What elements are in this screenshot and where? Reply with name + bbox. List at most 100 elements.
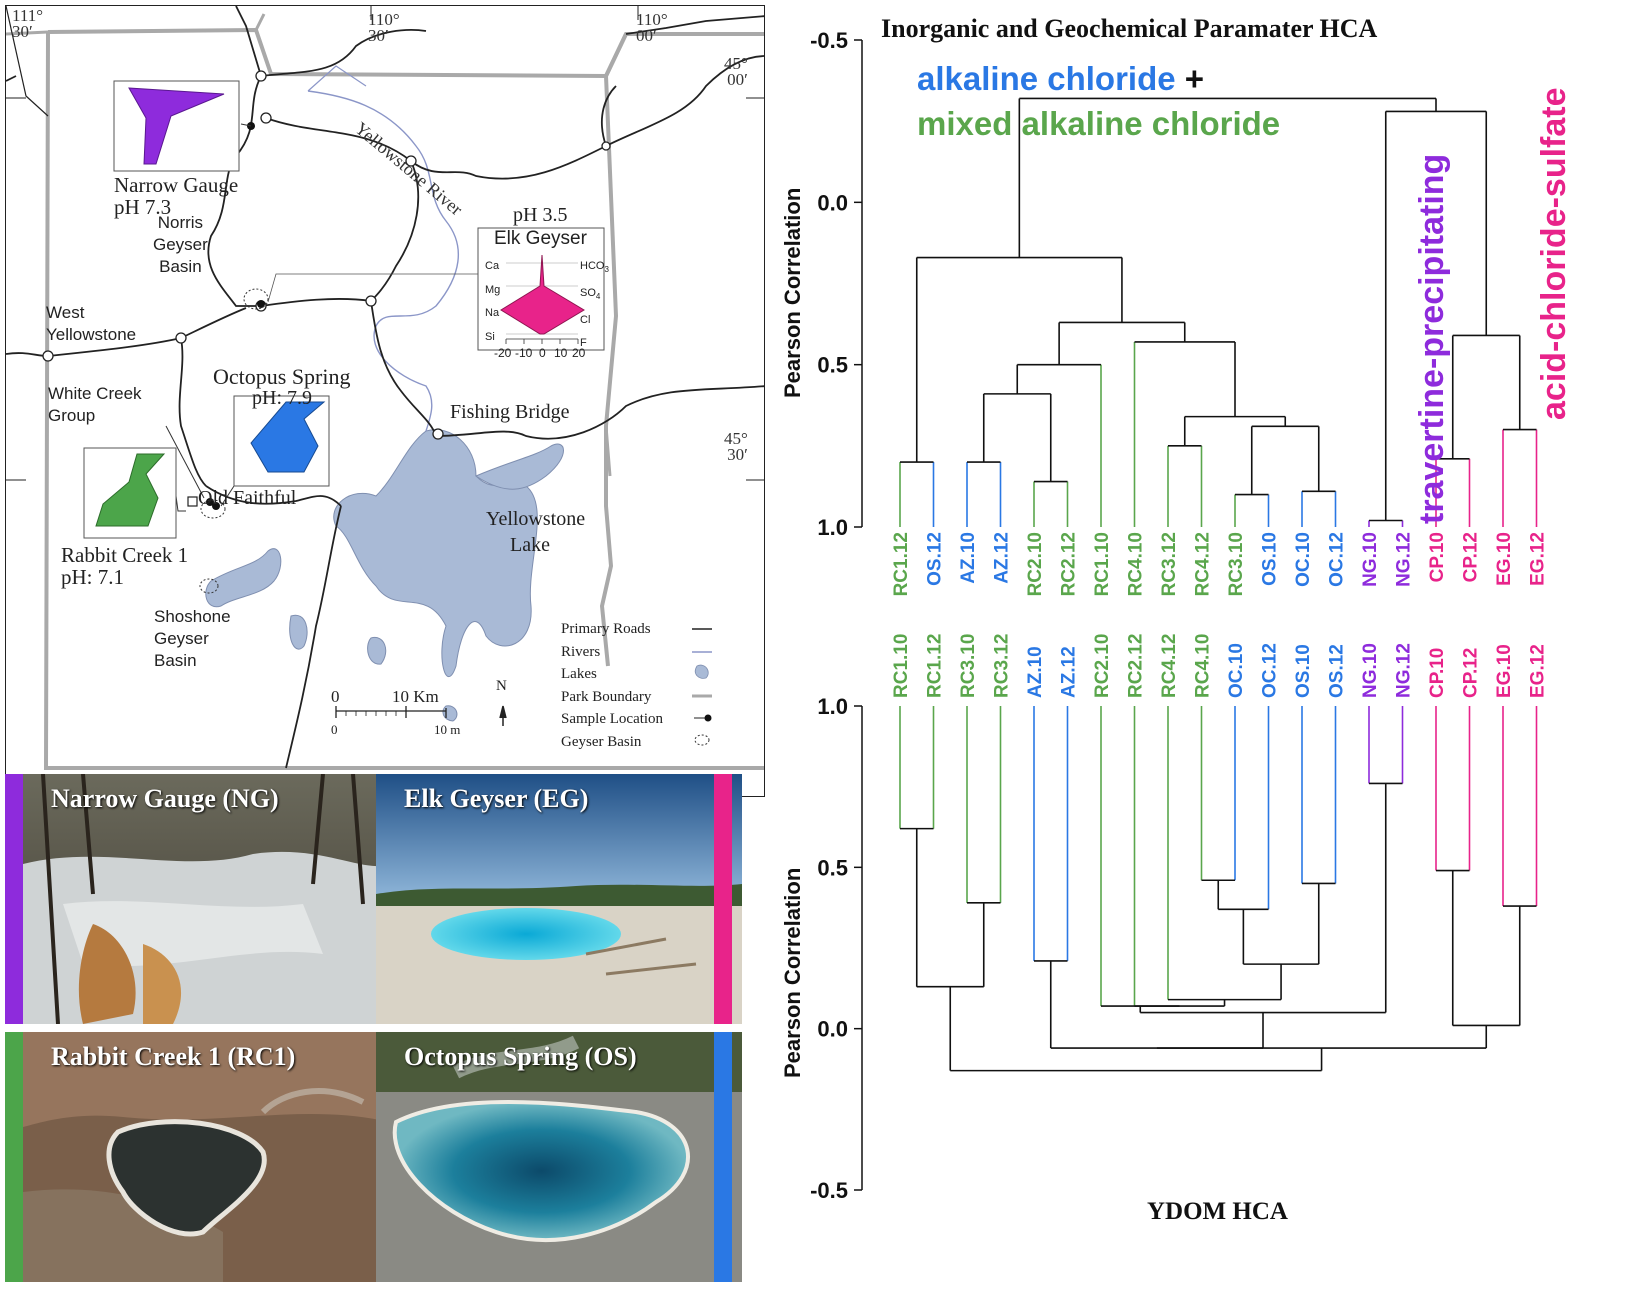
scale-bar-ticks [345, 711, 397, 716]
coord-lat-45-30: 45°30′ [724, 429, 748, 464]
photo-elk-geyser-image [376, 774, 742, 1024]
top-leaf-label: RC3.12 [1159, 532, 1180, 596]
scale-zero-mi: 0 [331, 722, 338, 737]
bottom-y-tick-label: 0.5 [817, 855, 848, 880]
road-north-bound [235, 6, 262, 77]
bottom-leaf-label: RC2.12 [1126, 634, 1147, 698]
bottom-y-tick-label: -0.5 [810, 1178, 848, 1203]
junction-circle [260, 112, 272, 124]
bottom-leaf-label: NG.12 [1394, 643, 1415, 698]
bottom-leaf-label: CP.12 [1461, 648, 1482, 698]
octopus-label: Octopus Spring [213, 364, 351, 389]
bottom-leaf-label: AZ.12 [1059, 646, 1080, 698]
top-y-tick-label: -0.5 [810, 28, 848, 53]
top-leaf-label: OS.10 [1260, 532, 1281, 586]
coord-lon-110-00: 110°00′ [636, 10, 668, 45]
top-leaf-label: AZ.10 [958, 532, 979, 584]
legend-item: Geyser Basin [561, 733, 642, 750]
road-west [6, 337, 182, 357]
photo-narrow-gauge: Narrow Gauge (NG) [23, 774, 389, 1024]
junction-circle [365, 295, 377, 307]
group-label-plus: + [1184, 60, 1205, 97]
north-label: N [496, 678, 507, 694]
top-y-axis-label: Pearson Correlation [780, 187, 805, 398]
bottom-leaf-label: RC3.12 [992, 634, 1013, 698]
bottom-leaf-label: RC4.10 [1193, 634, 1214, 698]
narrow-gauge-polygon [128, 87, 225, 165]
bottom-leaf-label: OC.10 [1226, 643, 1247, 698]
road-edge-1 [625, 15, 764, 35]
photo-ng-title: Narrow Gauge (NG) [51, 784, 279, 813]
sample-location-octopus [212, 502, 220, 510]
group-label-alkaline: alkaline chloride + [917, 60, 1205, 97]
road-west-thumb-south [285, 505, 342, 769]
top-leaf-label: RC1.12 [891, 532, 912, 596]
top-leaf-label: CP.12 [1461, 532, 1482, 582]
junction-circle [405, 155, 417, 167]
old-faithful-marker [187, 496, 198, 507]
sample-location-norris [257, 300, 265, 308]
lewis-lake [289, 614, 308, 650]
top-leaf-label: EG.10 [1494, 532, 1515, 586]
bottom-leaf-label: NG.10 [1360, 643, 1381, 698]
junction-circle [255, 70, 267, 82]
geyser-basin-shoshone [199, 578, 219, 594]
ng-color-bar [5, 774, 23, 1024]
scale-zero-km: 0 [331, 687, 340, 706]
photo-rabbit-creek: Rabbit Creek 1 (RC1) [23, 1032, 389, 1282]
fishing-bridge-label: Fishing Bridge [450, 401, 570, 423]
north-arrow [499, 705, 507, 726]
top-leaf-label: RC1.10 [1092, 532, 1113, 596]
state-line-north [6, 30, 49, 36]
scale-bar [335, 706, 447, 718]
top-leaf-label: OC.12 [1327, 532, 1348, 587]
bottom-leaf-label: OC.12 [1260, 643, 1281, 698]
top-leaf-label: AZ.12 [992, 532, 1013, 584]
bottom-leaf-label: AZ.10 [1025, 646, 1046, 698]
bottom-leaf-label: EG.10 [1494, 644, 1515, 698]
junction-circle [42, 350, 54, 362]
road-mammoth-tower [265, 55, 764, 180]
road-lake-east [435, 385, 764, 440]
yellowstone-river [307, 90, 459, 432]
top-y-tick-label: 0.0 [817, 190, 848, 215]
bottom-leaf-label: RC1.10 [891, 634, 912, 698]
road-northeast [601, 85, 617, 147]
yellowstone-map: 111°30′ 110°30′ 110°00′ 45°00′ 45°30′ Ye… [5, 5, 765, 797]
scale-km-label: 10 Km [392, 687, 439, 706]
legend-item: Rivers [561, 643, 601, 660]
coord-tick [6, 6, 764, 481]
top-leaf-label: RC2.10 [1025, 532, 1046, 596]
junction-circle [432, 428, 444, 440]
state-line-west [6, 6, 49, 117]
coord-lon-111-30: 111°30′ [12, 6, 44, 41]
elk-label: Elk Geyser [494, 228, 587, 249]
top-leaf-label: RC2.12 [1059, 532, 1080, 596]
top-leaf-label: NG.10 [1360, 532, 1381, 587]
bottom-leaf-label: RC1.12 [925, 634, 946, 698]
eg-color-bar [714, 774, 732, 1024]
scale-mi-label: 10 m [434, 722, 461, 737]
photo-narrow-gauge-image [23, 774, 389, 1024]
leader-line [240, 123, 252, 127]
bottom-y-tick-label: 0.0 [817, 1017, 848, 1042]
elk-stiff-polygon [500, 254, 585, 335]
legend-item: Primary Roads [561, 621, 651, 637]
photo-rc-title: Rabbit Creek 1 (RC1) [51, 1042, 296, 1071]
road-norris-canyon [260, 298, 372, 307]
photo-os-title: Octopus Spring (OS) [404, 1042, 637, 1071]
geyser-basin-lower [200, 499, 226, 519]
road-madison-oldfaithful [178, 337, 207, 487]
bottom-chart-title: YDOM HCA [1147, 1198, 1288, 1225]
octopus-polygon [250, 401, 326, 473]
